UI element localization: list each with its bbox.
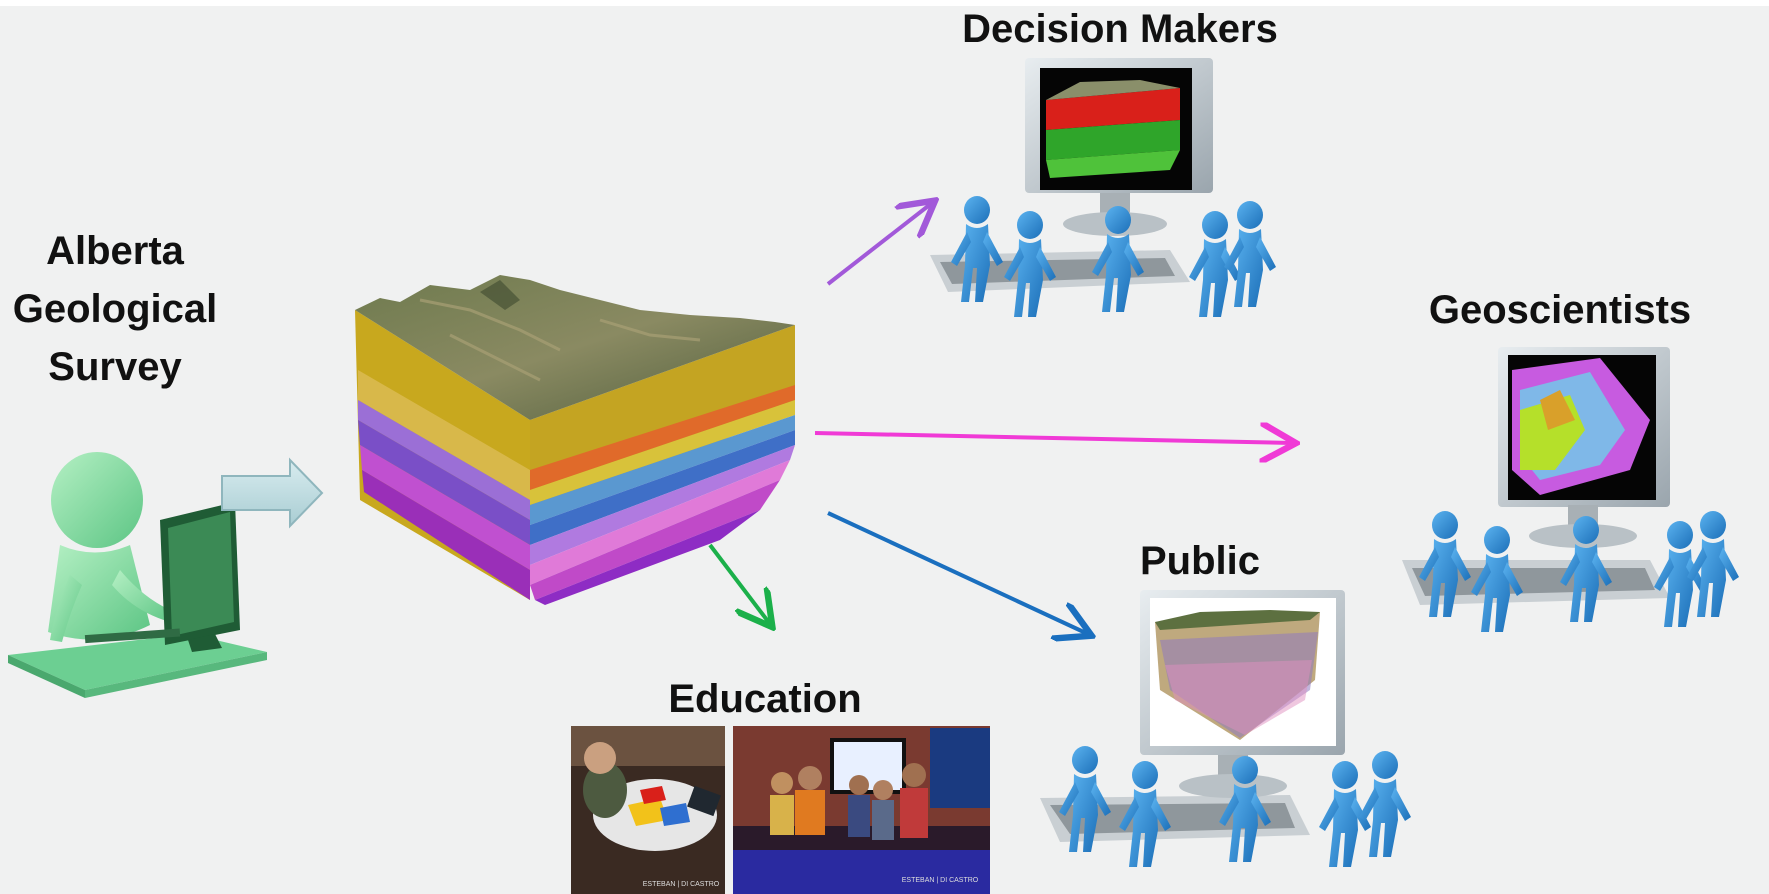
- education-label: Education: [668, 677, 862, 721]
- decision-makers-group: [930, 58, 1276, 317]
- arrow-to-decision-makers: [826, 203, 932, 286]
- surveyor-figure: [8, 452, 267, 698]
- source-label: Alberta Geological Survey: [10, 222, 220, 396]
- source-label-line1: Alberta: [46, 229, 184, 273]
- public-group: [1040, 590, 1411, 867]
- education-photo-left: [571, 726, 725, 894]
- arrow-to-public: [827, 511, 1088, 634]
- source-label-line3: Survey: [48, 345, 182, 389]
- public-label: Public: [1139, 539, 1261, 583]
- arrow-to-geoscientists: [814, 433, 1292, 443]
- decision-makers-label: Decision Makers: [962, 7, 1278, 51]
- geoscientists-group: [1402, 347, 1739, 632]
- geoscientists-label: Geoscientists: [1428, 288, 1692, 332]
- block-arrow: [221, 457, 324, 529]
- photo-credit-left: ESTEBAN | DI CASTRO: [642, 881, 720, 888]
- source-label-line2: Geological: [12, 287, 218, 331]
- top-band: [0, 0, 1769, 6]
- arrow-to-education: [708, 543, 770, 624]
- geology-block-model: [355, 275, 795, 605]
- photo-credit-right: ESTEBAN | DI CASTRO: [901, 877, 979, 884]
- education-photo-right: [733, 726, 990, 894]
